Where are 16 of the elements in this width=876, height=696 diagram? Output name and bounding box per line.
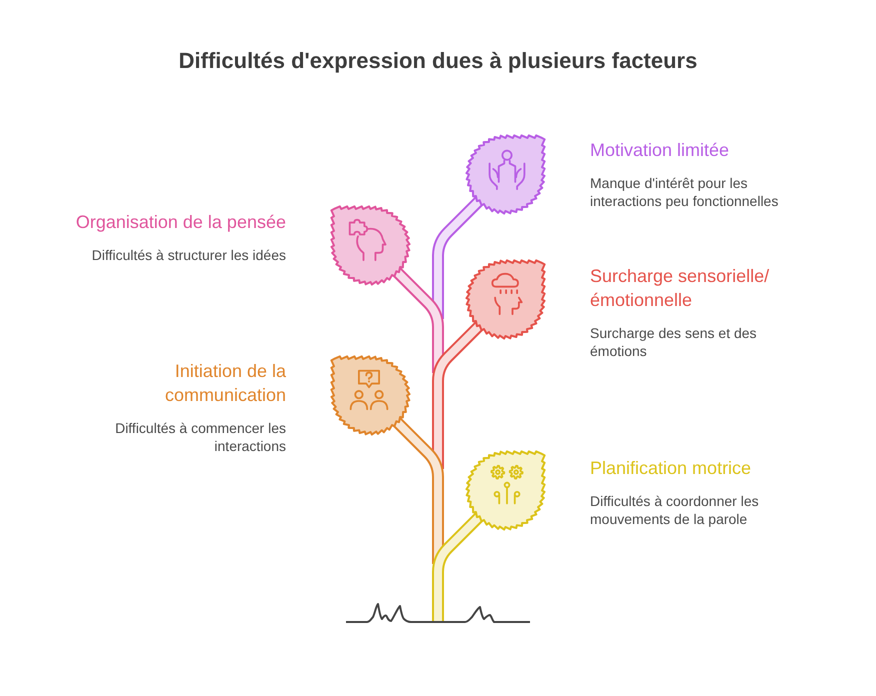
leaf xyxy=(328,203,413,288)
description: Surcharge des sens et des émotions xyxy=(590,324,758,360)
heading: Organisation de la pensée xyxy=(76,211,286,234)
heading: Initiation de la communication xyxy=(164,360,286,407)
description: Manque d'intérêt pour les interactions peu fonctionnelles xyxy=(590,174,780,210)
heading: Surcharge sensorielle/ émotionnelle xyxy=(590,265,770,312)
leaf xyxy=(463,132,548,217)
heading: Planification motrice xyxy=(590,457,752,480)
leaf xyxy=(463,448,548,533)
title: Difficultés d'expression dues à plusieurs facteurs xyxy=(178,47,698,75)
leaf xyxy=(328,353,413,438)
description: Difficultés à structurer les idées xyxy=(92,246,286,264)
description: Difficultés à commencer les interactions xyxy=(114,419,286,455)
heading: Motivation limitée xyxy=(590,139,730,162)
leaf xyxy=(463,257,548,342)
description: Difficultés à coordonner les mouvements de la parole xyxy=(590,492,760,528)
